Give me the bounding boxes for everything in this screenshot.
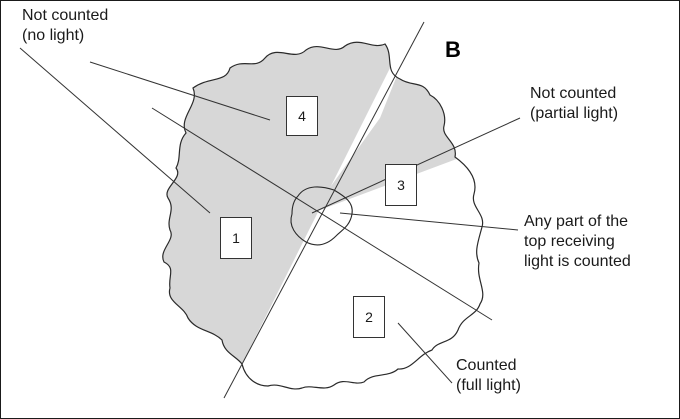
region-3-box: 3	[385, 164, 417, 206]
crown-outline	[162, 41, 484, 390]
divider-line-2	[151, 107, 493, 321]
sight-lines	[19, 21, 521, 399]
label-no-light: Not counted (no light)	[22, 7, 109, 44]
shade-region-3	[312, 58, 470, 213]
pointer-no-light-b	[89, 61, 271, 121]
region-4-box: 4	[286, 96, 318, 136]
shade-region-1-4	[162, 42, 424, 388]
panel-label: B	[445, 37, 461, 62]
pointer-full-light	[397, 322, 453, 384]
pointer-any-part	[339, 212, 519, 231]
label-partial-light: Not counted (partial light)	[530, 85, 619, 122]
label-any-part: Any part of the top receiving light is c…	[524, 213, 631, 270]
label-full-light: Counted (full light)	[456, 357, 521, 394]
region-1-box: 1	[220, 217, 252, 259]
region-2-box: 2	[353, 296, 385, 338]
pointer-no-light-a	[19, 47, 211, 214]
top-circle	[290, 186, 353, 246]
divider-line-main	[223, 21, 425, 399]
